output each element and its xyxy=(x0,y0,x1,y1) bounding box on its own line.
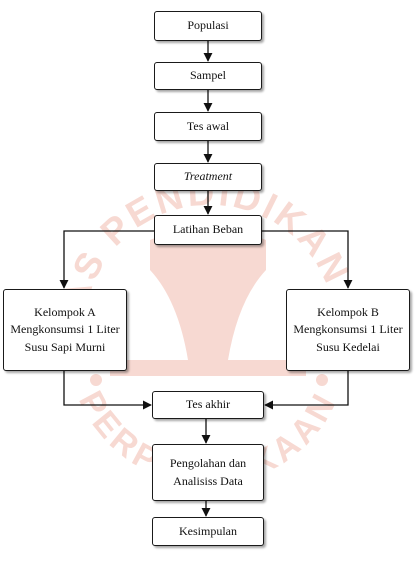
arrow-latihan-kelompok-b xyxy=(261,230,353,289)
pengolahan-line2: Analisiss Data xyxy=(173,473,243,488)
arrow-latihan-kelompok-a xyxy=(59,230,155,289)
kelompok-b-line3: Susu Kedelai xyxy=(316,339,380,354)
node-tes-akhir-label: Tes akhir xyxy=(185,397,231,412)
node-pengolahan-text: Pengolahan dan Analisiss Data xyxy=(170,455,246,490)
node-kelompok-a-text: Kelompok A Mengkonsumsi 1 Liter Susu Sap… xyxy=(10,304,119,356)
node-kesimpulan-label: Kesimpulan xyxy=(179,523,237,538)
node-treatment: Treatment xyxy=(154,163,262,191)
node-kelompok-b-text: Kelompok B Mengkonsumsi 1 Liter Susu Ked… xyxy=(293,304,402,356)
pengolahan-line1: Pengolahan dan xyxy=(169,456,247,471)
arrow-kelompok-b-tesakhir xyxy=(264,371,349,410)
node-populasi: Populasi xyxy=(154,11,262,41)
node-kelompok-a: Kelompok A Mengkonsumsi 1 Liter Susu Sap… xyxy=(3,289,127,371)
node-sampel-label: Sampel xyxy=(190,68,226,83)
node-kesimpulan: Kesimpulan xyxy=(152,517,264,546)
node-treatment-label: Treatment xyxy=(183,169,233,184)
node-latihan-beban: Latihan Beban xyxy=(154,215,262,245)
kelompok-a-line3: Susu Sapi Murni xyxy=(24,339,106,354)
watermark-emblem xyxy=(150,227,266,360)
arrow-kelompok-a-tesakhir xyxy=(63,371,152,410)
node-pengolahan: Pengolahan dan Analisiss Data xyxy=(152,444,264,501)
node-tes-awal-label: Tes awal xyxy=(186,118,230,133)
node-populasi-label: Populasi xyxy=(187,18,229,33)
node-tes-akhir: Tes akhir xyxy=(152,391,264,419)
kelompok-a-title: Kelompok A xyxy=(34,304,96,319)
node-sampel: Sampel xyxy=(154,62,262,90)
kelompok-a-line2: Mengkonsumsi 1 Liter xyxy=(10,322,120,337)
kelompok-b-line2: Mengkonsumsi 1 Liter xyxy=(293,322,403,337)
kelompok-b-title: Kelompok B xyxy=(317,304,379,319)
node-kelompok-b: Kelompok B Mengkonsumsi 1 Liter Susu Ked… xyxy=(286,289,410,371)
watermark-dot-right xyxy=(316,374,328,386)
node-tes-awal: Tes awal xyxy=(154,112,262,141)
node-latihan-beban-label: Latihan Beban xyxy=(172,222,244,237)
watermark-emblem-base xyxy=(110,360,306,376)
watermark-dot-left xyxy=(90,374,102,386)
